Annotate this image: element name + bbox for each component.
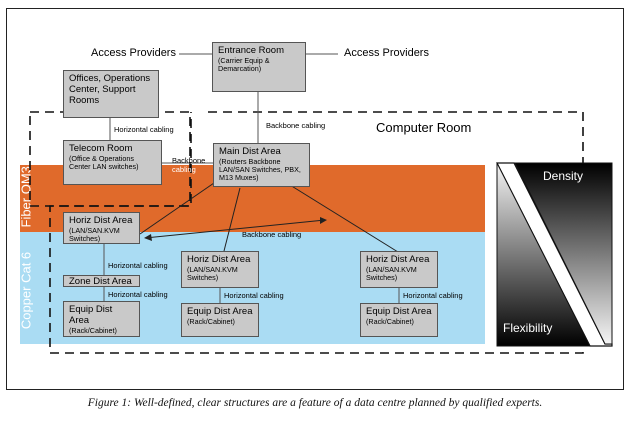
equip-right-subtitle: (Rack/Cabinet) — [366, 316, 414, 326]
flexibility-label: Flexibility — [503, 321, 553, 335]
offices-title: Offices, Operations Center, Support Room… — [69, 73, 151, 106]
access-providers-right: Access Providers — [344, 47, 429, 59]
equip-dist-area-mid: Equip Dist Area (Rack/Cabinet) — [181, 303, 259, 337]
main-dist-area: Main Dist Area (Routers Backbone LAN/SAN… — [213, 143, 310, 187]
horiz-right-subtitle: (LAN/SAN.KVM Switches) — [366, 264, 417, 283]
telecom-room-title: Telecom Room — [69, 143, 133, 154]
horiz-left-title: Horiz Dist Area — [69, 215, 133, 226]
equip-mid-title: Equip Dist Area — [187, 306, 253, 317]
cabling-label-telecom-1: Backbone — [172, 156, 206, 165]
main-dist-title: Main Dist Area — [219, 146, 281, 157]
cabling-label-entrance: Backbone cabling — [266, 121, 326, 130]
horiz-dist-area-mid: Horiz Dist Area (LAN/SAN.KVM Switches) — [181, 251, 259, 288]
equip-dist-area-right: Equip Dist Area (Rack/Cabinet) — [360, 303, 438, 337]
equip-mid-subtitle: (Rack/Cabinet) — [187, 316, 235, 326]
entrance-room-subtitle: (Carrier Equip & Demarcation) — [218, 55, 270, 74]
main-dist-subtitle: (Routers Backbone LAN/SAN Switches, PBX,… — [219, 156, 301, 183]
cabling-label-backbone-mid: Backbone cabling — [242, 230, 302, 239]
horiz-left-subtitle: (LAN/SAN.KVM Switches) — [69, 225, 120, 244]
zone-dist-area: Zone Dist Area — [63, 275, 140, 287]
cabling-label-horiz-mid: Horizontal cabling — [224, 291, 284, 300]
cabling-label-horiz-right: Horizontal cabling — [403, 291, 463, 300]
figure-caption: Figure 1: Well-defined, clear structures… — [87, 397, 543, 409]
density-label: Density — [543, 169, 584, 183]
telecom-room: Telecom Room (Office & Operations Center… — [63, 140, 162, 185]
cabling-label-zone: Horizontal cabling — [108, 290, 168, 299]
horiz-dist-area-right: Horiz Dist Area (LAN/SAN.KVM Switches) — [360, 251, 438, 288]
cabling-label-telecom-2: cabling — [172, 165, 196, 174]
entrance-room: Entrance Room (Carrier Equip & Demarcati… — [212, 42, 306, 92]
horiz-mid-title: Horiz Dist Area — [187, 254, 251, 265]
equip-right-title: Equip Dist Area — [366, 306, 432, 317]
entrance-room-title: Entrance Room — [218, 45, 285, 56]
zone-dist-title: Zone Dist Area — [69, 276, 132, 287]
horiz-right-title: Horiz Dist Area — [366, 254, 430, 265]
horiz-mid-subtitle: (LAN/SAN.KVM Switches) — [187, 264, 238, 283]
equip-left-subtitle: (Rack/Cabinet) — [69, 325, 117, 335]
access-providers-left: Access Providers — [91, 47, 176, 59]
telecom-room-subtitle: (Office & Operations Center LAN switches… — [69, 153, 139, 172]
cabling-label-horiz-left: Horizontal cabling — [108, 261, 168, 270]
cabling-label-offices: Horizontal cabling — [114, 125, 174, 134]
equip-dist-area-left: Equip Dist Area (Rack/Cabinet) — [63, 301, 140, 337]
offices-box: Offices, Operations Center, Support Room… — [63, 70, 159, 118]
horiz-dist-area-left: Horiz Dist Area (LAN/SAN.KVM Switches) — [63, 212, 140, 244]
computer-room-label: Computer Room — [376, 120, 472, 135]
equip-left-title: Equip Dist Area — [69, 304, 113, 326]
